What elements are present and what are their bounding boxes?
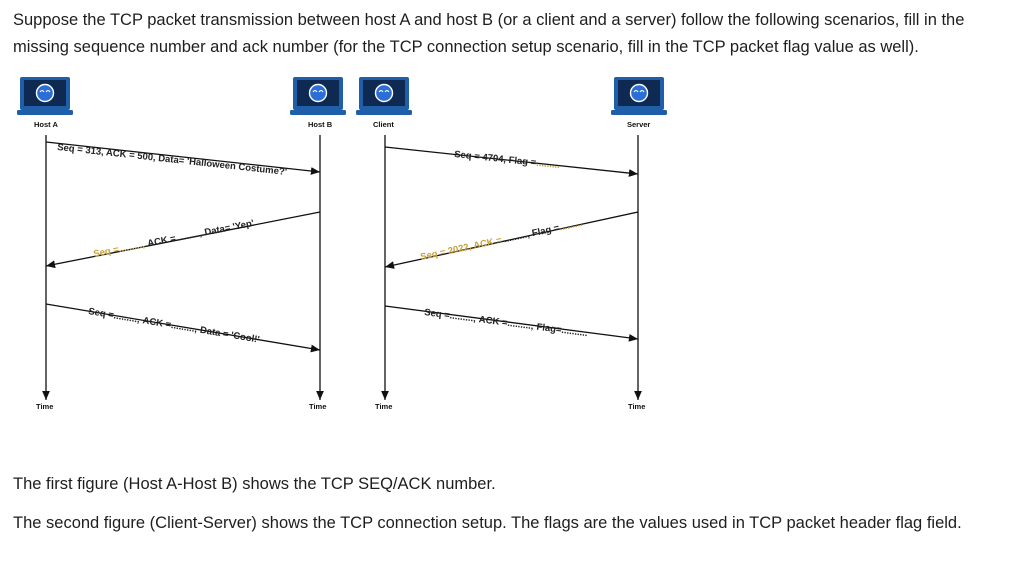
fig2-message1-arrow (384, 146, 639, 177)
fig2-msg1-flag-blank: ......... (536, 158, 561, 171)
server-time-label: Time (628, 402, 645, 411)
host-b-laptop-icon (289, 76, 347, 116)
fig2-message2-arrow (384, 211, 639, 269)
fig1-msg2-ack: ACK =........., (146, 228, 202, 249)
host-b-label: Host B (308, 120, 333, 129)
host-b-time-label: Time (309, 402, 326, 411)
fig2-message3-label: Seq =.........,ACK =.........,Flag=.....… (424, 307, 589, 339)
host-a-label: Host A (34, 120, 58, 129)
fig1-msg2-data: Data= 'Yep' (204, 218, 255, 238)
client-label: Client (373, 120, 394, 129)
fig2-msg2-flag-blank: ......... (558, 218, 584, 234)
fig1-message2-label: Seq =.........,ACK =.........,Data= 'Yep… (92, 218, 254, 260)
fig2-msg3-flag: Flag=.......... (536, 322, 588, 340)
fig2-msg1-seq-flag: Seq = 4704, Flag = (454, 149, 538, 169)
fig2-msg2-flag: , Flag = (526, 223, 561, 241)
fig1-msg3-ack: ACK =........., (142, 315, 198, 335)
fig2-message1-label: Seq = 4704, Flag =......... (454, 149, 561, 171)
fig2-msg3-seq: Seq =........., (424, 307, 477, 325)
tcp-sequence-diagrams: Host A Host B Time Time Seq = 313, ACK =… (16, 76, 668, 411)
fig1-msg2-seq: Seq =........., (92, 239, 145, 260)
client-time-label: Time (375, 402, 392, 411)
host-a-time-label: Time (36, 402, 53, 411)
question-text: Suppose the TCP packet transmission betw… (13, 11, 965, 56)
fig1-msg3-seq: Seq =........., (88, 306, 141, 325)
fig1-message3-label: Seq =.........,ACK =.........,Data = 'Co… (88, 306, 261, 345)
fig1-message3-arrow (45, 303, 321, 353)
server-label: Server (627, 120, 650, 129)
fig1-message1-label: Seq = 313, ACK = 500, Data= 'Halloween C… (57, 142, 288, 178)
server-laptop-icon (610, 76, 668, 116)
client-laptop-icon (355, 76, 413, 116)
fig2-msg2-ack-blank: ......... (503, 230, 529, 246)
note-figure2: The second figure (Client-Server) shows … (13, 514, 962, 532)
host-a-laptop-icon (16, 76, 74, 116)
fig2-msg3-ack: ACK =........., (478, 314, 534, 332)
fig2-message3-arrow (384, 305, 639, 342)
fig1-msg3-data: Data = 'Cool!' (199, 325, 260, 346)
fig1-message2-arrow (45, 211, 321, 269)
note-figure1: The first figure (Host A-Host B) shows t… (13, 475, 496, 493)
fig1-message1-arrow (45, 141, 321, 175)
fig2-msg2-seq-ack: Seq = 2022, ACK = (419, 235, 503, 263)
fig2-message2-label: Seq = 2022, ACK =........., Flag =......… (419, 218, 583, 263)
